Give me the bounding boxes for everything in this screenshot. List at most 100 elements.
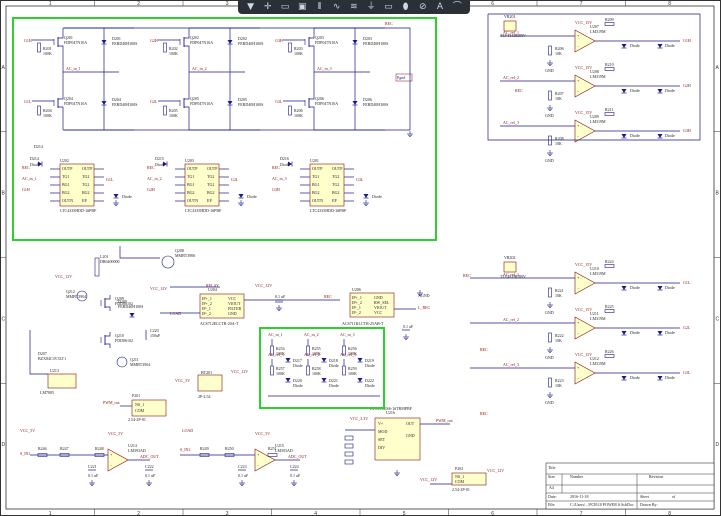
- resistor-ref: R201: [43, 46, 52, 51]
- resistor-value: 100K: [43, 113, 52, 118]
- pwm-connector-ref: P202: [455, 466, 463, 471]
- sensor2-pin-right: GND: [374, 295, 383, 300]
- battery-icon: [344, 435, 354, 441]
- comparator-in-label: AC_ref_3: [503, 362, 519, 367]
- mosfet-drain: [309, 34, 315, 39]
- driver-rec-label: REC: [22, 165, 30, 170]
- converter-diode: [321, 358, 327, 362]
- reference-ic-body: [503, 20, 517, 32]
- vcc3-label: VCC_3.3V: [350, 416, 368, 421]
- ruler-row-right: D: [716, 442, 720, 448]
- driver-diode-ref-top: D214: [34, 144, 43, 149]
- comparator-out-label: G2L: [683, 325, 691, 330]
- resistor-ref: R202: [169, 46, 178, 51]
- diode-ref: D202: [238, 36, 247, 41]
- power-port-icon[interactable]: ⏚: [366, 2, 376, 12]
- driver-pin-right: OUTP: [82, 166, 93, 171]
- converter-diode: [285, 358, 291, 362]
- comparator-block-bottom: +−U210LM319MVCC_15VAC_ref_1R22110KR224G1…: [463, 255, 691, 416]
- mosfet-source: [309, 106, 315, 111]
- reference-ref: VR202: [504, 255, 516, 260]
- gate-high-label: G1H: [24, 38, 32, 43]
- ruler-row-left: B: [2, 191, 6, 197]
- comparator-icon: [574, 316, 596, 340]
- driver-pin-right: BG2: [332, 190, 340, 195]
- resistor-value: 10K: [555, 338, 562, 343]
- timer-pin-left: SET: [378, 437, 386, 442]
- sensor-pin-right: FILTER: [228, 306, 242, 311]
- diode-part: FERD40H100S: [112, 102, 137, 107]
- mosfet-drain: [58, 95, 64, 100]
- driver-ic-body: [59, 163, 95, 207]
- component-icon[interactable]: ▣: [298, 2, 307, 12]
- bus-icon[interactable]: ⫴: [317, 2, 322, 12]
- output-diode-2: [657, 134, 663, 138]
- highlight-bridge-box: [12, 17, 437, 241]
- regulator-part: LM7805: [40, 390, 54, 395]
- npn-part: MMBT3904: [130, 362, 150, 367]
- ruler-row-left: D: [2, 442, 6, 448]
- converter-diode: [357, 378, 363, 382]
- converter-input-label: AC_in_2: [304, 332, 319, 337]
- net-label-icon[interactable]: ≋: [350, 2, 358, 12]
- pwm-label: PWM_out: [436, 418, 454, 423]
- battery-icon: [344, 451, 354, 457]
- capacitor-ref: C224: [290, 464, 299, 469]
- rec-label: REC: [463, 273, 471, 278]
- gate-high-label: G2H: [150, 38, 158, 43]
- current-sensor-ref: U204: [208, 287, 217, 292]
- ruler-col-bottom: 6: [491, 511, 494, 516]
- comparator-resistor: [548, 135, 552, 146]
- driver-gl-label: G2L: [231, 177, 239, 182]
- mosfet-drain: [309, 95, 315, 100]
- sensor-pin-right: VCC: [228, 296, 237, 301]
- capacitor-ref: C221: [88, 464, 97, 469]
- driver-diode: [113, 194, 119, 198]
- move-icon[interactable]: ✛: [264, 2, 272, 12]
- highlight-converter-box: [259, 327, 385, 409]
- resistor-ref: R211: [605, 107, 614, 112]
- resistor-ref: R209: [605, 17, 614, 22]
- agnd-label: AGND: [418, 293, 430, 298]
- opamp-plus: +: [257, 452, 260, 457]
- select-icon[interactable]: ▭: [280, 2, 290, 12]
- output-diode: [621, 331, 627, 335]
- sensor2-pin-left: IP-_1: [352, 305, 361, 310]
- diode-ref: D204: [112, 97, 121, 102]
- comparator-icon: [574, 119, 596, 143]
- power-diode: [129, 313, 135, 317]
- timer-pin-left: DIV: [378, 445, 385, 450]
- sensor-pin-right: VIOUT: [228, 301, 241, 306]
- text-icon[interactable]: A: [436, 2, 444, 12]
- comparator-ref: U207: [590, 24, 599, 29]
- pnp-transistor-icon: [161, 255, 175, 269]
- wire-icon[interactable]: ∿: [332, 2, 341, 12]
- freewheel-diode-low: [101, 101, 107, 105]
- resistor-value: 10K: [555, 141, 562, 146]
- sensor-pin-left: IP-_2: [202, 311, 211, 316]
- directive-icon[interactable]: ⊘: [419, 2, 427, 12]
- power-diode-part: FERD40H100S: [118, 304, 143, 309]
- opamp-plus: +: [577, 275, 580, 280]
- inductor-icon: [94, 257, 100, 277]
- title-block: Title Size A4 Number Revision Date: 2016…: [545, 462, 715, 510]
- port-icon[interactable]: ▭: [384, 2, 393, 12]
- vcc5-label-4: VCC_5V: [175, 378, 190, 383]
- diode-word: Diode: [630, 133, 640, 138]
- comparator-in-label: AC_ref_3: [503, 120, 519, 125]
- opamp-plus: +: [577, 78, 580, 83]
- zener-part: BZX84C3V3LT1: [38, 356, 66, 361]
- opamp-minus: −: [577, 44, 580, 49]
- filter-icon[interactable]: ▼: [247, 2, 255, 12]
- diode-word: Diode: [665, 285, 675, 290]
- resistor-ref: R248: [95, 446, 104, 451]
- harness-icon[interactable]: ⬮: [402, 2, 409, 12]
- arc-icon[interactable]: ⌒: [452, 2, 462, 12]
- diode-part: FERD40H100S: [238, 41, 263, 46]
- comparator-ref: U209: [590, 114, 599, 119]
- current-sensor2-part: ACS711KLCTR-25AB-T: [342, 321, 384, 326]
- opamp-plus: +: [577, 320, 580, 325]
- pgnd-label: Pgnd: [397, 75, 405, 80]
- sheet-label: Sheet: [640, 494, 650, 499]
